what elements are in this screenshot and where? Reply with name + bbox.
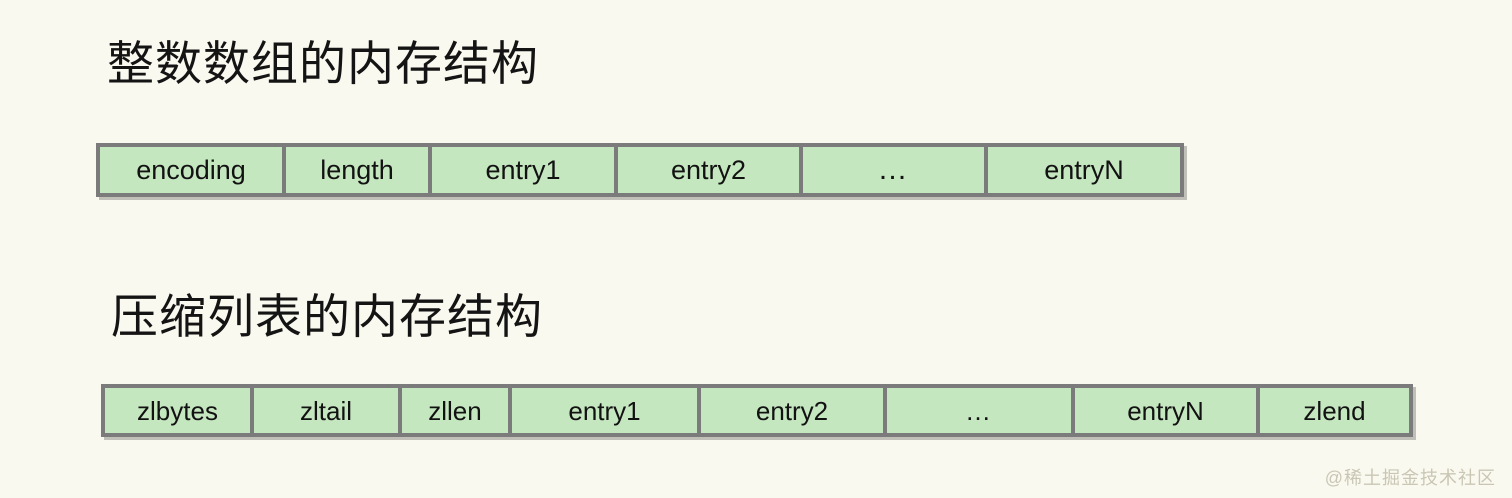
memory-cell: entry2 [701,388,887,433]
page-title-ziplist: 压缩列表的内存结构 [111,290,543,343]
memory-cell: entry1 [512,388,701,433]
watermark: @稀土掘金技术社区 [1324,468,1496,488]
memory-cell: … [803,147,988,193]
memory-cell: zltail [254,388,402,433]
memory-cell: entryN [1075,388,1260,433]
memory-cell: zlbytes [105,388,254,433]
memory-cell: zllen [402,388,512,433]
memory-cell: encoding [100,147,286,193]
memory-cell: length [286,147,432,193]
memory-cell: entryN [988,147,1180,193]
memory-cell: entry1 [432,147,618,193]
memory-cell: … [887,388,1075,433]
memory-cell: zlend [1260,388,1409,433]
memory-cell: entry2 [618,147,803,193]
page-title-intset: 整数数组的内存结构 [107,37,539,90]
